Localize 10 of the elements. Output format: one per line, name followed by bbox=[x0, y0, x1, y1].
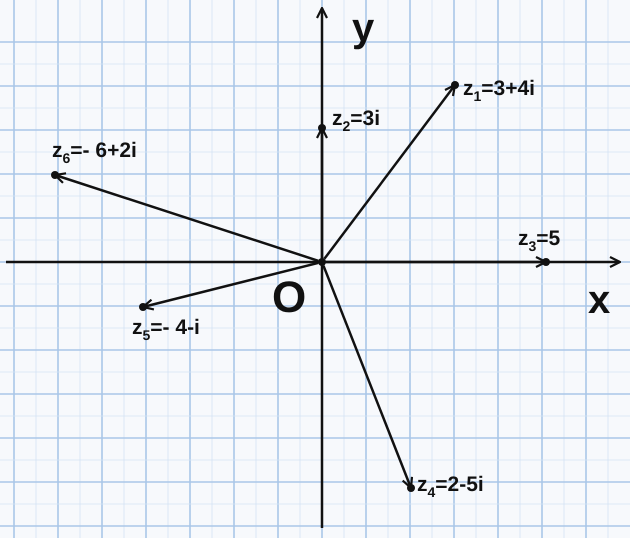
axis-label: y bbox=[352, 8, 374, 48]
point-label: z$_{3}$=5 bbox=[518, 228, 560, 262]
point-label: z$_{1}$=3+4i bbox=[455, 78, 536, 103]
point-label: z$_{5}$=- 4-i bbox=[132, 307, 200, 342]
point-label: z$_{6}$=- 6+2i bbox=[52, 140, 137, 174]
axis-label: x bbox=[588, 280, 610, 320]
point-label: z$_{4}$=2-5i bbox=[411, 474, 484, 499]
origin-label: O bbox=[272, 276, 306, 320]
point-label: z$_{2}$=3i bbox=[330, 108, 380, 133]
origin-point bbox=[318, 258, 326, 266]
